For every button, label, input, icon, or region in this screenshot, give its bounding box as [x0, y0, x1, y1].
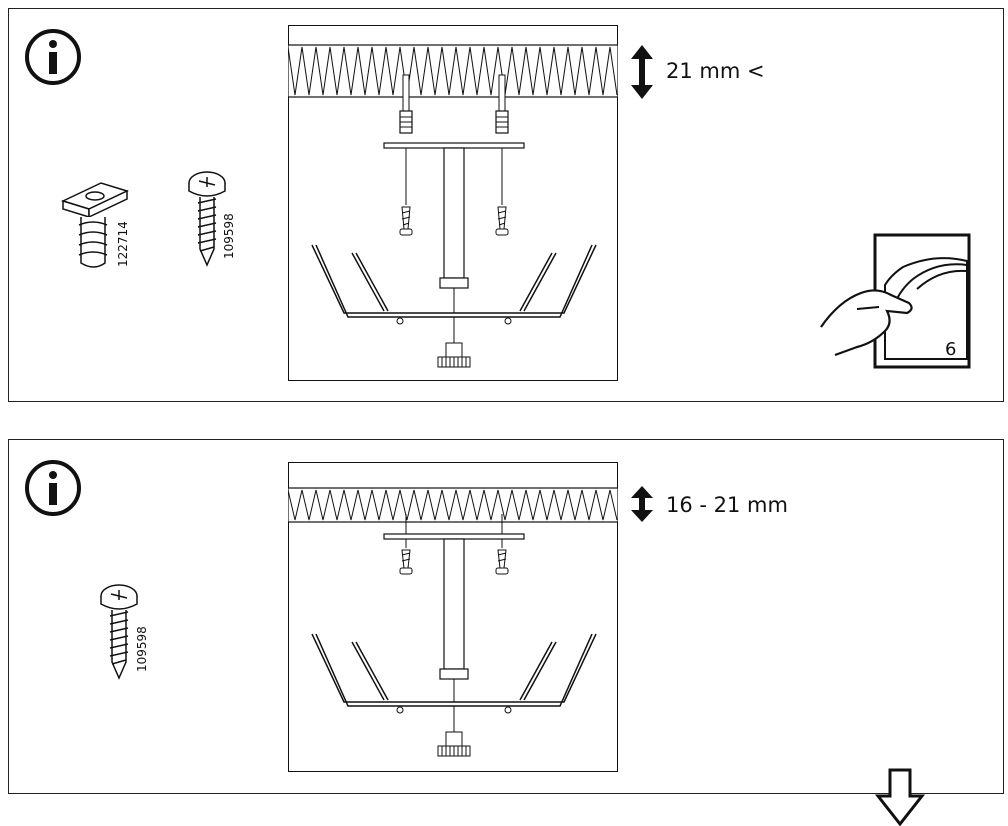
ceiling-mount-illustration — [288, 25, 618, 381]
double-arrow-icon — [631, 486, 653, 522]
screw-icon — [188, 171, 226, 267]
step-panel-1: 122714 109598 — [8, 8, 1004, 402]
screw-icon — [100, 584, 138, 680]
double-arrow-icon — [631, 45, 653, 99]
measurement-label: 21 mm < — [666, 59, 765, 83]
down-arrow-icon — [874, 768, 926, 826]
page-turn-icon — [820, 233, 971, 369]
step-panel-2: 109598 16 - 21 mm — [8, 439, 1004, 794]
measurement-label: 16 - 21 mm — [666, 493, 788, 517]
ceiling-mount-illustration — [288, 462, 618, 772]
part-number-screw: 109598 — [222, 213, 236, 259]
info-icon — [25, 460, 81, 516]
page-reference: 6 — [945, 339, 957, 360]
part-number-connector: 122714 — [116, 221, 130, 267]
connector-fitting-icon — [60, 182, 129, 268]
info-icon — [25, 29, 81, 85]
part-number-screw: 109598 — [135, 626, 149, 672]
